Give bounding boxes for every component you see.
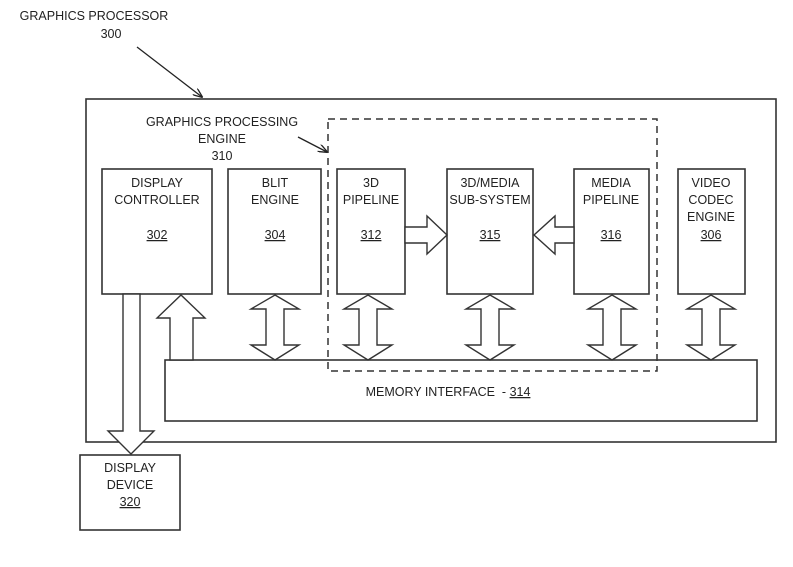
blit-memory-double-arrow (248, 294, 302, 361)
engine-ref: 310 (212, 149, 233, 163)
video-codec-line3: ENGINE (687, 210, 735, 224)
blit-engine-line1: BLIT (262, 176, 289, 190)
display-controller-box (101, 168, 213, 295)
media-pipeline-line1: MEDIA (591, 176, 631, 190)
display-controller-to-device-arrow (106, 293, 156, 455)
memory-interface-name: MEMORY INTERFACE - (366, 385, 510, 399)
video-codec-ref: 306 (701, 228, 722, 242)
engine-pointer-arrow (297, 136, 327, 152)
media-pipeline-memory-double-arrow (585, 294, 639, 361)
display-controller-line2: CONTROLLER (114, 193, 199, 207)
3d-pipeline-memory-double-arrow (341, 294, 395, 361)
3d-pipeline-ref: 312 (361, 228, 382, 242)
video-codec-line1: VIDEO (692, 176, 731, 190)
graphics-processor-title: GRAPHICS PROCESSOR (20, 9, 169, 23)
video-codec-line2: CODEC (688, 193, 733, 207)
display-device-line1: DISPLAY (104, 461, 157, 475)
media-subsystem-ref: 315 (480, 228, 501, 242)
blit-engine-line2: ENGINE (251, 193, 299, 207)
media-pipeline-ref: 316 (601, 228, 622, 242)
display-device-ref: 320 (120, 495, 141, 509)
graphics-processor-ref: 300 (101, 27, 122, 41)
media-subsystem-line1: 3D/MEDIA (460, 176, 520, 190)
media-pipeline-box (573, 168, 650, 295)
blit-engine-ref: 304 (265, 228, 286, 242)
media-pipeline-line2: PIPELINE (583, 193, 639, 207)
video-codec-memory-double-arrow (684, 294, 738, 361)
display-controller-line1: DISPLAY (131, 176, 184, 190)
3d-pipeline-line1: 3D (363, 176, 379, 190)
media-subsystem-box (446, 168, 534, 295)
display-controller-ref: 302 (147, 228, 168, 242)
double-arrows (248, 294, 738, 361)
media-subsystem-line2: SUB-SYSTEM (449, 193, 530, 207)
3d-pipeline-box (336, 168, 406, 295)
3d-pipeline-line2: PIPELINE (343, 193, 399, 207)
processor-pointer-arrow (136, 46, 202, 97)
memory-interface-ref: 314 (510, 385, 531, 399)
memory-interface-label: MEMORY INTERFACE - 314 (366, 385, 531, 399)
3d-pipeline-to-subsystem-arrow (404, 214, 449, 256)
subsystem-memory-double-arrow (463, 294, 517, 361)
video-codec-engine-box (677, 168, 746, 295)
graphics-processing-engine-boundary (327, 118, 658, 372)
memory-to-display-controller-arrow (155, 294, 207, 361)
display-device-box (79, 454, 181, 531)
display-device-line2: DEVICE (107, 478, 154, 492)
blit-engine-box (227, 168, 322, 295)
engine-title-line2: ENGINE (198, 132, 246, 146)
engine-title-line1: GRAPHICS PROCESSING (146, 115, 298, 129)
memory-interface-box (164, 359, 758, 422)
media-pipeline-to-subsystem-arrow (532, 214, 575, 256)
